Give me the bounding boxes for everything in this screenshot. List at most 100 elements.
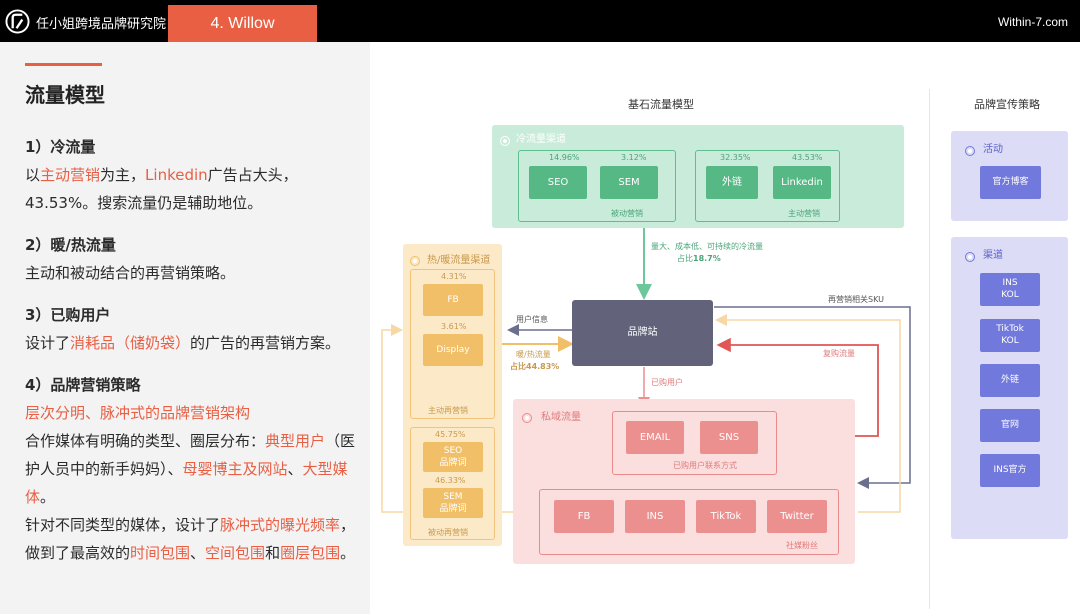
sem-brand-pct: 46.33% — [435, 476, 466, 485]
warm-flow-label: 暖/热流量 — [516, 350, 551, 359]
tiktok-kol-node[interactable]: TikTok KOL — [980, 319, 1040, 352]
linkedin-node[interactable]: Linkedin — [773, 166, 831, 199]
diagram-title: 基石流量模型 — [628, 98, 694, 111]
text-run: 针对不同类型的媒体，设计了 — [25, 516, 221, 534]
warm-flow-share: 占比44.83% — [510, 362, 560, 371]
seo-brand-pct: 45.75% — [435, 430, 466, 439]
highlight-line: 层次分明、脉冲式的品牌营销架构 — [25, 404, 251, 422]
radio-dot-icon — [965, 146, 975, 156]
cold-flow-note: 量大、成本低、可持续的冷流量 — [651, 242, 763, 251]
section-tab[interactable]: 4. Willow — [168, 5, 317, 42]
text-run: 设计了 — [25, 334, 71, 352]
repurchase-label: 复购流量 — [823, 349, 855, 358]
section-heading-brand: 4）品牌营销策略 — [25, 376, 141, 394]
text-run: 的广告的再营销方案。 — [190, 334, 341, 352]
text-run: 以 — [25, 166, 41, 184]
radio-dot-icon — [500, 136, 510, 146]
ins-kol-node[interactable]: INS KOL — [980, 273, 1040, 306]
social-twitter-node[interactable]: Twitter — [767, 500, 827, 533]
sns-node[interactable]: SNS — [700, 421, 758, 454]
paragraph-brand-2: 针对不同类型的媒体，设计了脉冲式的曝光频率，做到了最高效的时间包围、空间包围和圈… — [25, 511, 365, 567]
sem-brand-node[interactable]: SEM 品牌词 — [423, 488, 483, 518]
link-pct: 32.35% — [720, 153, 751, 162]
cold-flow-share: 占比18.7% — [677, 253, 721, 264]
text-run: 广告占大头， — [207, 166, 298, 184]
warm-passive-group: 45.75% SEO 品牌词 46.33% SEM 品牌词 被动再营销 — [410, 427, 495, 540]
site-url[interactable]: Within-7.com — [997, 15, 1068, 29]
page-title: 流量模型 — [25, 83, 105, 107]
sem-pct: 3.12% — [621, 153, 647, 162]
section-heading-purchased: 3）已购用户 — [25, 306, 111, 324]
radio-dot-icon — [410, 256, 420, 266]
brand-logo-icon — [5, 9, 30, 34]
remarketing-sku-label: 再营销相关SKU — [828, 295, 884, 304]
seo-node[interactable]: SEO — [529, 166, 587, 199]
warm-active-group: 4.31% FB 3.61% Display 主动再营销 — [410, 269, 495, 419]
paragraph-cold: 以主动营销为主，Linkedin广告占大头， — [25, 161, 365, 189]
display-node[interactable]: Display — [423, 334, 483, 366]
activity-group: 活动 官方博客 — [951, 131, 1068, 221]
private-traffic-label: 私域流量 — [541, 412, 581, 423]
highlight: 母婴博主及网站 — [182, 460, 288, 478]
text-run: （医护人员中的新手妈妈）、 — [25, 432, 356, 478]
contact-caption: 已购用户联系方式 — [673, 461, 737, 470]
cold-traffic-label: 冷流量渠道 — [516, 134, 566, 145]
section-heading-warm: 2）暖/热流量 — [25, 236, 116, 254]
ins-official-node[interactable]: INS官方 — [980, 454, 1040, 487]
fb-remarketing-node[interactable]: FB — [423, 284, 483, 316]
highlight: 圈层包围 — [280, 544, 341, 562]
display-pct: 3.61% — [441, 322, 467, 331]
paragraph-warm: 主动和被动结合的再营销策略。 — [25, 264, 236, 282]
analysis-text: 1）冷流量 以主动营销为主，Linkedin广告占大头， 43.53%。搜索流量… — [25, 133, 365, 567]
official-blog-node[interactable]: 官方博客 — [980, 166, 1041, 199]
highlight: 脉冲式的曝光频率 — [220, 516, 341, 534]
private-traffic-group: 私域流量 EMAIL SNS 已购用户联系方式 FB INS TikTok Tw… — [513, 399, 855, 564]
contact-group: EMAIL SNS 已购用户联系方式 — [612, 411, 777, 475]
highlight: 主动营销 — [40, 166, 101, 184]
text-run: 。 — [340, 544, 356, 562]
cold-traffic-group: 冷流量渠道 14.96% 3.12% SEO SEM 被动营销 32.35% 4… — [492, 125, 904, 228]
text-run: 合作媒体有明确的类型、圈层分布： — [25, 432, 266, 450]
seo-brand-node[interactable]: SEO 品牌词 — [423, 442, 483, 472]
highlight: 典型用户 — [265, 432, 326, 450]
brand-name: 任小姐跨境品牌研究院 — [36, 17, 167, 32]
highlight: 大型媒体 — [25, 460, 348, 506]
cold-share-value: 18.7% — [693, 254, 721, 263]
linkedin-pct: 43.53% — [792, 153, 823, 162]
backlink-node[interactable]: 外链 — [706, 166, 758, 199]
text-run: 和 — [265, 544, 281, 562]
active-caption: 主动营销 — [788, 209, 820, 218]
official-site-node[interactable]: 官网 — [980, 409, 1040, 442]
social-fb-node[interactable]: FB — [554, 500, 614, 533]
active-remarketing-caption: 主动再营销 — [428, 406, 468, 415]
text-run: 。 — [40, 488, 56, 506]
passive-remarketing-caption: 被动再营销 — [428, 528, 468, 537]
social-tiktok-node[interactable]: TikTok — [696, 500, 756, 533]
activity-label: 活动 — [983, 144, 1003, 155]
fb-pct: 4.31% — [441, 272, 467, 281]
backlink-channel-node[interactable]: 外链 — [980, 364, 1040, 397]
paragraph-purchased: 设计了消耗品（储奶袋）的广告的再营销方案。 — [25, 329, 365, 357]
vertical-divider — [929, 89, 930, 609]
warm-traffic-group: 热/暖流量渠道 4.31% FB 3.61% Display 主动再营销 45.… — [403, 244, 502, 546]
seo-pct: 14.96% — [549, 153, 580, 162]
purchased-users-label: 已购用户 — [651, 378, 683, 387]
text-run: ，做到了最高效的 — [25, 516, 356, 562]
warm-traffic-label: 热/暖流量渠道 — [427, 255, 491, 266]
top-bar: 任小姐跨境品牌研究院 4. Willow Within-7.com — [0, 0, 1080, 42]
social-ins-node[interactable]: INS — [625, 500, 685, 533]
passive-caption: 被动营销 — [611, 209, 643, 218]
channel-group: 渠道 INS KOL TikTok KOL 外链 官网 INS官方 — [951, 237, 1068, 539]
sem-node[interactable]: SEM — [600, 166, 658, 199]
radio-dot-icon — [522, 413, 532, 423]
cold-passive-group: 14.96% 3.12% SEO SEM 被动营销 — [518, 150, 676, 222]
highlight: Linkedin — [145, 166, 208, 184]
radio-dot-icon — [965, 252, 975, 262]
highlight: 消耗品（储奶袋） — [70, 334, 191, 352]
accent-line — [25, 63, 102, 66]
email-node[interactable]: EMAIL — [626, 421, 684, 454]
traffic-model-diagram: 基石流量模型 品牌宣传策略 冷流量渠道 14.96% 3.12% SEO SEM… — [370, 42, 1080, 614]
section-heading-cold: 1）冷流量 — [25, 138, 96, 156]
user-info-label: 用户信息 — [516, 315, 548, 324]
brand-site-hub[interactable]: 品牌站 — [572, 300, 713, 366]
